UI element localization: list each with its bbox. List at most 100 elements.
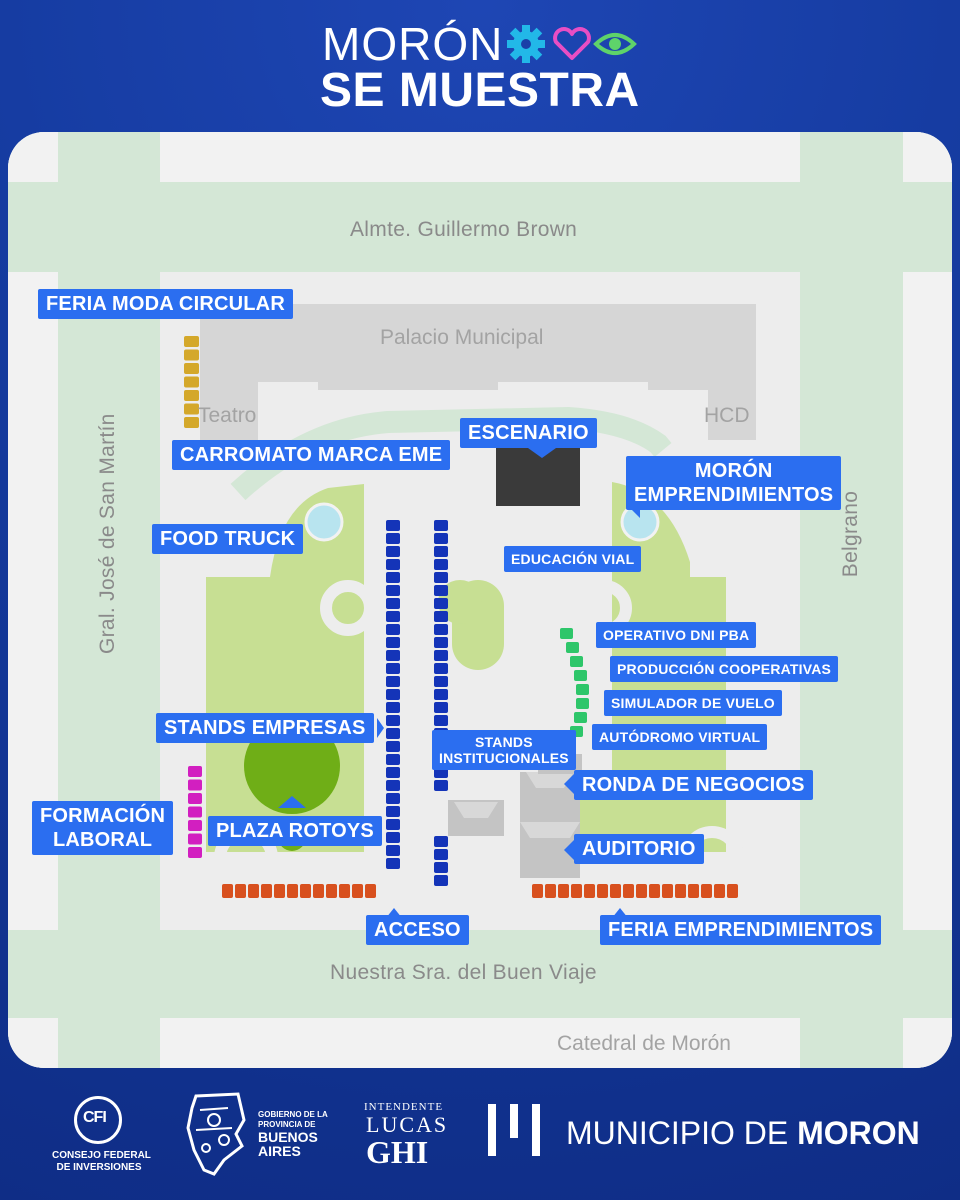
- stand-empresa-stall: [386, 793, 400, 804]
- escenario-stage: [496, 448, 580, 506]
- corner-block: [8, 1018, 58, 1068]
- ronda-pointer: [564, 774, 574, 794]
- feria-stall: [662, 884, 673, 898]
- label-stands-line1: STANDS: [475, 734, 533, 750]
- formacion-stall: [188, 847, 202, 858]
- feria-stall: [532, 884, 543, 898]
- stand-institucional-stall: [434, 624, 448, 635]
- feria-stall: [701, 884, 712, 898]
- feria-stall: [584, 884, 595, 898]
- block-bottom: [160, 1018, 800, 1068]
- intendente-label: INTENDENTE: [364, 1101, 444, 1113]
- municipio-label: MUNICIPIO DE MORON: [566, 1115, 920, 1152]
- stand-institucional-stall: [434, 702, 448, 713]
- feria-stall: [714, 884, 725, 898]
- stand-institucional-stall: [434, 572, 448, 583]
- stand-empresa-stall: [386, 676, 400, 687]
- stand-institucional-stall: [434, 637, 448, 648]
- stand-institucional-stall: [434, 559, 448, 570]
- cfi-line2: DE INVERSIONES: [56, 1162, 142, 1173]
- label-stands-empresas: STANDS EMPRESAS: [156, 713, 374, 743]
- street-bottom: Nuestra Sra. del Buen Viaje: [330, 961, 597, 984]
- stand-empresa-stall: [386, 546, 400, 557]
- stand-empresa-stall: [386, 611, 400, 622]
- stand-empresa-stall: [386, 754, 400, 765]
- stand-empresa-stall: [386, 741, 400, 752]
- stand-institucional-stall: [434, 676, 448, 687]
- feria-stall: [675, 884, 686, 898]
- corner-block: [903, 132, 952, 182]
- feria-stall: [365, 884, 376, 898]
- corner-block: [8, 132, 58, 182]
- label-auditorio: AUDITORIO: [574, 834, 704, 864]
- label-moron-emprendimientos: MORÓN EMPRENDIMIENTOS: [626, 456, 842, 510]
- stand-empresa-stall: [386, 559, 400, 570]
- label-produccion-cooperativas: PRODUCCIÓN COOPERATIVAS: [610, 656, 839, 682]
- cfi-line1: CONSEJO FEDERAL: [52, 1150, 151, 1161]
- label-formacion-line1: FORMACIÓN: [40, 805, 166, 827]
- label-stands-line2: INSTITUCIONALES: [439, 750, 569, 766]
- label-formacion-line2: LABORAL: [52, 829, 153, 851]
- stand-institucional-stall: [434, 585, 448, 596]
- stand-empresa-stall: [386, 585, 400, 596]
- stand-empresa-stall: [386, 780, 400, 791]
- feria-stall: [597, 884, 608, 898]
- stand-empresa-stall: [386, 637, 400, 648]
- catedral-label: Catedral de Morón: [557, 1032, 731, 1055]
- heart-icon: [553, 27, 591, 60]
- feria-stall: [571, 884, 582, 898]
- feria-moda-stall: [184, 390, 199, 401]
- stand-empresa-stall: [386, 533, 400, 544]
- formacion-stall: [188, 833, 202, 845]
- stand-institucional-stall: [434, 780, 448, 791]
- stand-institucional-stall: [434, 520, 448, 531]
- title-line1: MORÓN: [322, 18, 504, 70]
- ghi-label: GHI: [366, 1134, 429, 1170]
- feria-moda-stall: [184, 363, 199, 374]
- formacion-stall: [188, 766, 202, 777]
- map-canvas: [8, 132, 952, 1068]
- stand-institucional-stall: [434, 836, 448, 847]
- cfi-logo-text: CFI: [83, 1109, 107, 1126]
- stand-empresa-stall: [386, 624, 400, 635]
- stand-institucional-stall: [434, 875, 448, 886]
- stalls-layer: [184, 336, 738, 898]
- feria-stall: [313, 884, 324, 898]
- stand-institucional-stall: [434, 663, 448, 674]
- block-right: [903, 272, 952, 930]
- service-stall: [574, 670, 587, 681]
- palacio-building: [200, 304, 756, 440]
- stand-empresa-stall: [386, 572, 400, 583]
- stand-institucional-stall: [434, 598, 448, 609]
- stand-institucional-stall: [434, 611, 448, 622]
- label-simulador-de-vuelo: SIMULADOR DE VUELO: [604, 690, 782, 716]
- corner-block: [903, 1018, 952, 1068]
- service-stall: [566, 642, 579, 653]
- stand-institucional-stall: [434, 650, 448, 661]
- block-top: [160, 132, 800, 182]
- fountain-left: [304, 502, 344, 542]
- feria-stall: [610, 884, 621, 898]
- header: MORÓN SE: [0, 0, 960, 128]
- formacion-stall: [188, 820, 202, 831]
- label-moron-line1: MORÓN: [694, 460, 773, 482]
- label-educacion-vial: EDUCACIÓN VIAL: [504, 546, 642, 572]
- feria-stall: [274, 884, 285, 898]
- feria-stall: [688, 884, 699, 898]
- service-stall: [560, 628, 573, 639]
- stand-empresa-stall: [386, 858, 400, 869]
- gob-line3: BUENOS: [258, 1129, 318, 1145]
- stand-empresa-stall: [386, 520, 400, 531]
- stand-empresa-stall: [386, 832, 400, 843]
- formacion-stall: [188, 793, 202, 804]
- stand-empresa-stall: [386, 650, 400, 661]
- label-operativo-dni: OPERATIVO DNI PBA: [596, 622, 757, 648]
- feria-stall: [326, 884, 337, 898]
- hcd-label: HCD: [704, 404, 750, 427]
- label-feria-moda-circular: FERIA MODA CIRCULAR: [38, 289, 293, 319]
- label-feria-emprendimientos: FERIA EMPRENDIMIENTOS: [600, 915, 882, 945]
- stand-institucional-stall: [434, 849, 448, 860]
- feria-stall: [636, 884, 647, 898]
- service-stall: [576, 698, 589, 709]
- street-top: Almte. Guillermo Brown: [350, 218, 578, 241]
